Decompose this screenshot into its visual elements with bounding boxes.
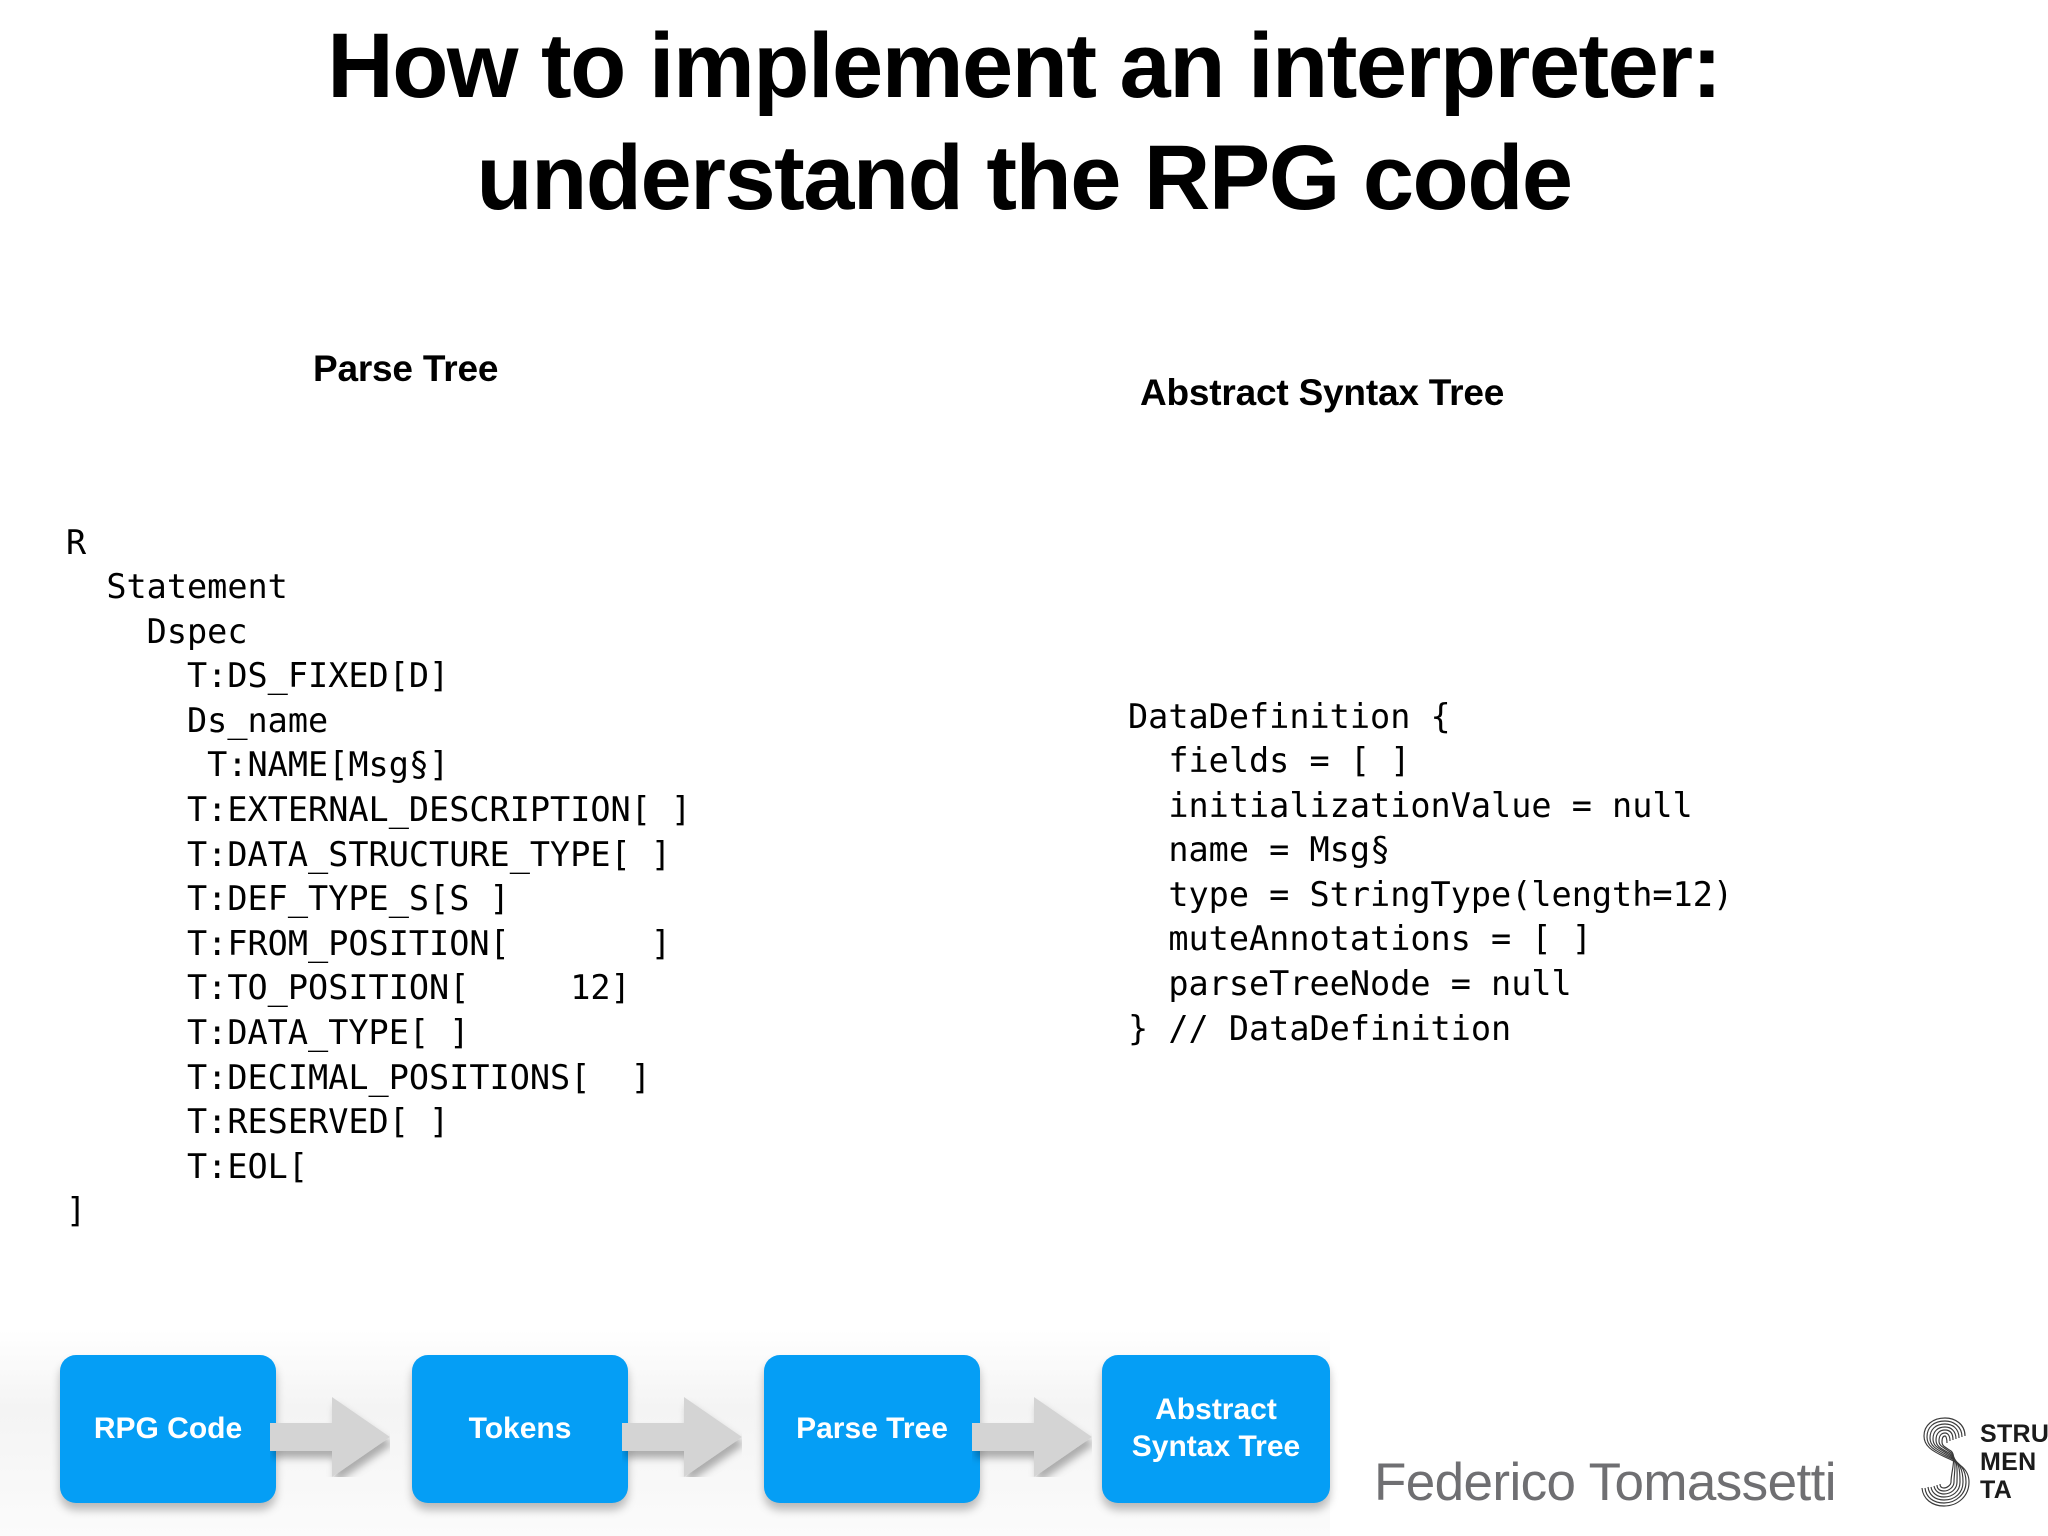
pipeline-step-abstract-syntax-tree: Abstract Syntax Tree — [1102, 1355, 1330, 1503]
author-name: Federico Tomassetti — [1374, 1453, 1836, 1512]
strumenta-s-logo-icon — [1921, 1417, 1970, 1507]
pipeline-step-tokens: Tokens — [412, 1355, 628, 1503]
abstract-syntax-tree-code-block: DataDefinition { fields = [ ] initializa… — [1128, 696, 1734, 1048]
arrow-right-icon — [270, 1397, 390, 1477]
arrow-right-icon — [972, 1397, 1092, 1477]
brand-logo: STRU MEN TA — [1918, 1404, 2048, 1524]
pipeline-step-rpg-code: RPG Code — [60, 1355, 276, 1503]
brand-wordmark: STRU MEN TA — [1980, 1420, 2048, 1504]
arrow-right-icon — [622, 1397, 742, 1477]
pipeline-step-parse-tree: Parse Tree — [764, 1355, 980, 1503]
parse-tree-heading: Parse Tree — [313, 348, 499, 389]
pipeline-diagram: RPG Code Tokens Parse Tree Abstract Synt… — [0, 1355, 1340, 1515]
page-title: How to implement an interpreter: underst… — [327, 15, 1722, 230]
abstract-syntax-tree-heading: Abstract Syntax Tree — [1140, 372, 1505, 413]
parse-tree-code-block: R Statement Dspec T:DS_FIXED[D] Ds_name … — [66, 522, 692, 1231]
